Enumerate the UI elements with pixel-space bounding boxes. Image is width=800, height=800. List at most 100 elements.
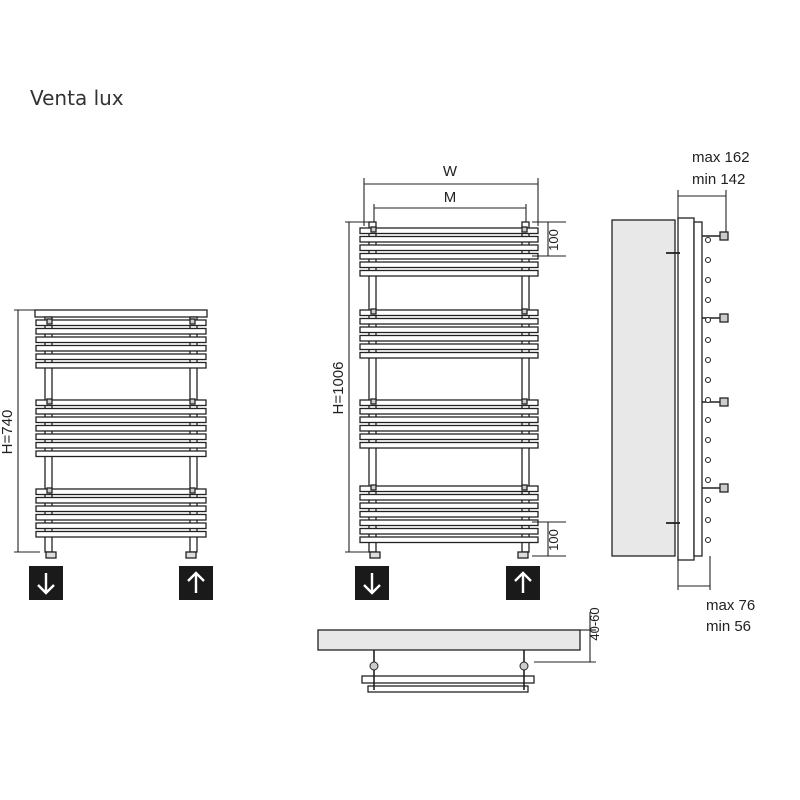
bracket-cap xyxy=(719,483,729,493)
horizontal-tube xyxy=(35,344,207,352)
mounting-bracket xyxy=(521,398,528,405)
mounting-bracket xyxy=(521,226,528,233)
wall-distance-max-label: max 162 xyxy=(692,149,750,166)
mounting-bracket xyxy=(46,487,53,494)
radiator-small-front-view xyxy=(34,309,208,559)
mounting-bracket xyxy=(521,308,528,315)
dimension-lines xyxy=(14,178,727,663)
mounting-bracket xyxy=(189,487,196,494)
tube-section xyxy=(705,277,711,283)
left-foot xyxy=(369,551,381,559)
mounting-bracket xyxy=(370,484,377,491)
horizontal-tube xyxy=(35,433,207,441)
arrow-up-icon xyxy=(506,566,540,600)
mount-width-label: M xyxy=(444,189,457,206)
horizontal-tube xyxy=(35,416,207,424)
arrow-down-icon xyxy=(29,566,63,600)
horizontal-tube xyxy=(35,505,207,513)
horizontal-tube xyxy=(359,510,539,518)
tube-section xyxy=(705,237,711,243)
tube-section xyxy=(705,417,711,423)
tube-section xyxy=(705,437,711,443)
right-foot xyxy=(517,551,529,559)
horizontal-tube xyxy=(35,488,207,496)
top-offset-label: 100 xyxy=(546,229,561,251)
horizontal-tube xyxy=(359,416,539,424)
horizontal-tube xyxy=(359,502,539,510)
mounting-bracket xyxy=(46,398,53,405)
mounting-bracket xyxy=(46,318,53,325)
mounting-bracket xyxy=(370,226,377,233)
wall-section xyxy=(611,219,676,557)
horizontal-tube xyxy=(359,493,539,501)
tube-section xyxy=(705,457,711,463)
horizontal-tube xyxy=(35,327,207,335)
horizontal-tube xyxy=(359,343,539,351)
top-view-front-rail xyxy=(361,675,535,684)
horizontal-tube xyxy=(359,309,539,317)
tube-section xyxy=(705,317,711,323)
radiator-large-front-view xyxy=(359,221,539,559)
horizontal-tube xyxy=(35,450,207,458)
tube-section xyxy=(705,357,711,363)
tube-section xyxy=(705,257,711,263)
horizontal-tube xyxy=(35,522,207,530)
mounting-bracket xyxy=(370,308,377,315)
tube-section xyxy=(705,537,711,543)
bracket-cap xyxy=(719,231,729,241)
floor-distance-min-label: min 56 xyxy=(706,618,751,635)
diagram-title: Venta lux xyxy=(30,86,124,110)
horizontal-tube xyxy=(35,496,207,504)
horizontal-tube xyxy=(35,336,207,344)
side-tube-column xyxy=(693,221,703,557)
mounting-bracket xyxy=(370,398,377,405)
left-foot xyxy=(45,551,57,559)
horizontal-tube xyxy=(359,252,539,260)
tube-section xyxy=(705,397,711,403)
radiator-top-view xyxy=(317,629,581,693)
horizontal-tube xyxy=(359,244,539,252)
horizontal-tube xyxy=(359,227,539,235)
horizontal-tube xyxy=(359,334,539,342)
tube-section xyxy=(705,497,711,503)
right-foot xyxy=(185,551,197,559)
bottom-offset-label: 100 xyxy=(546,529,561,551)
top-view-rear-rail xyxy=(367,685,529,693)
horizontal-tube xyxy=(35,407,207,415)
horizontal-tube xyxy=(35,319,207,327)
height-label-large: H=1006 xyxy=(330,362,347,415)
horizontal-tube xyxy=(35,424,207,432)
wall-gap-label: 40-60 xyxy=(587,607,602,640)
mounting-bracket xyxy=(189,398,196,405)
horizontal-tube xyxy=(359,269,539,277)
side-collector xyxy=(677,217,695,561)
floor-distance-max-label: max 76 xyxy=(706,597,755,614)
tube-section xyxy=(705,337,711,343)
horizontal-tube xyxy=(359,351,539,359)
horizontal-tube xyxy=(359,527,539,535)
arrow-down-icon xyxy=(355,566,389,600)
width-label: W xyxy=(443,163,458,180)
horizontal-tube xyxy=(35,399,207,407)
horizontal-tube xyxy=(35,530,207,538)
tube-section xyxy=(705,377,711,383)
top-rail xyxy=(34,309,208,318)
radiator-side-view xyxy=(611,217,729,561)
arrow-up-icon xyxy=(179,566,213,600)
horizontal-tube xyxy=(35,361,207,369)
horizontal-tube xyxy=(359,261,539,269)
tube-section xyxy=(705,477,711,483)
horizontal-tube xyxy=(359,407,539,415)
horizontal-tube xyxy=(359,399,539,407)
tube-section xyxy=(705,517,711,523)
horizontal-tube xyxy=(359,326,539,334)
mounting-bracket xyxy=(521,484,528,491)
wall-plan-section xyxy=(317,629,581,651)
mount-bolt xyxy=(369,661,379,671)
mounting-bracket xyxy=(189,318,196,325)
height-label-small: H=740 xyxy=(0,410,16,455)
horizontal-tube xyxy=(359,433,539,441)
horizontal-tube xyxy=(359,317,539,325)
horizontal-tube xyxy=(359,424,539,432)
